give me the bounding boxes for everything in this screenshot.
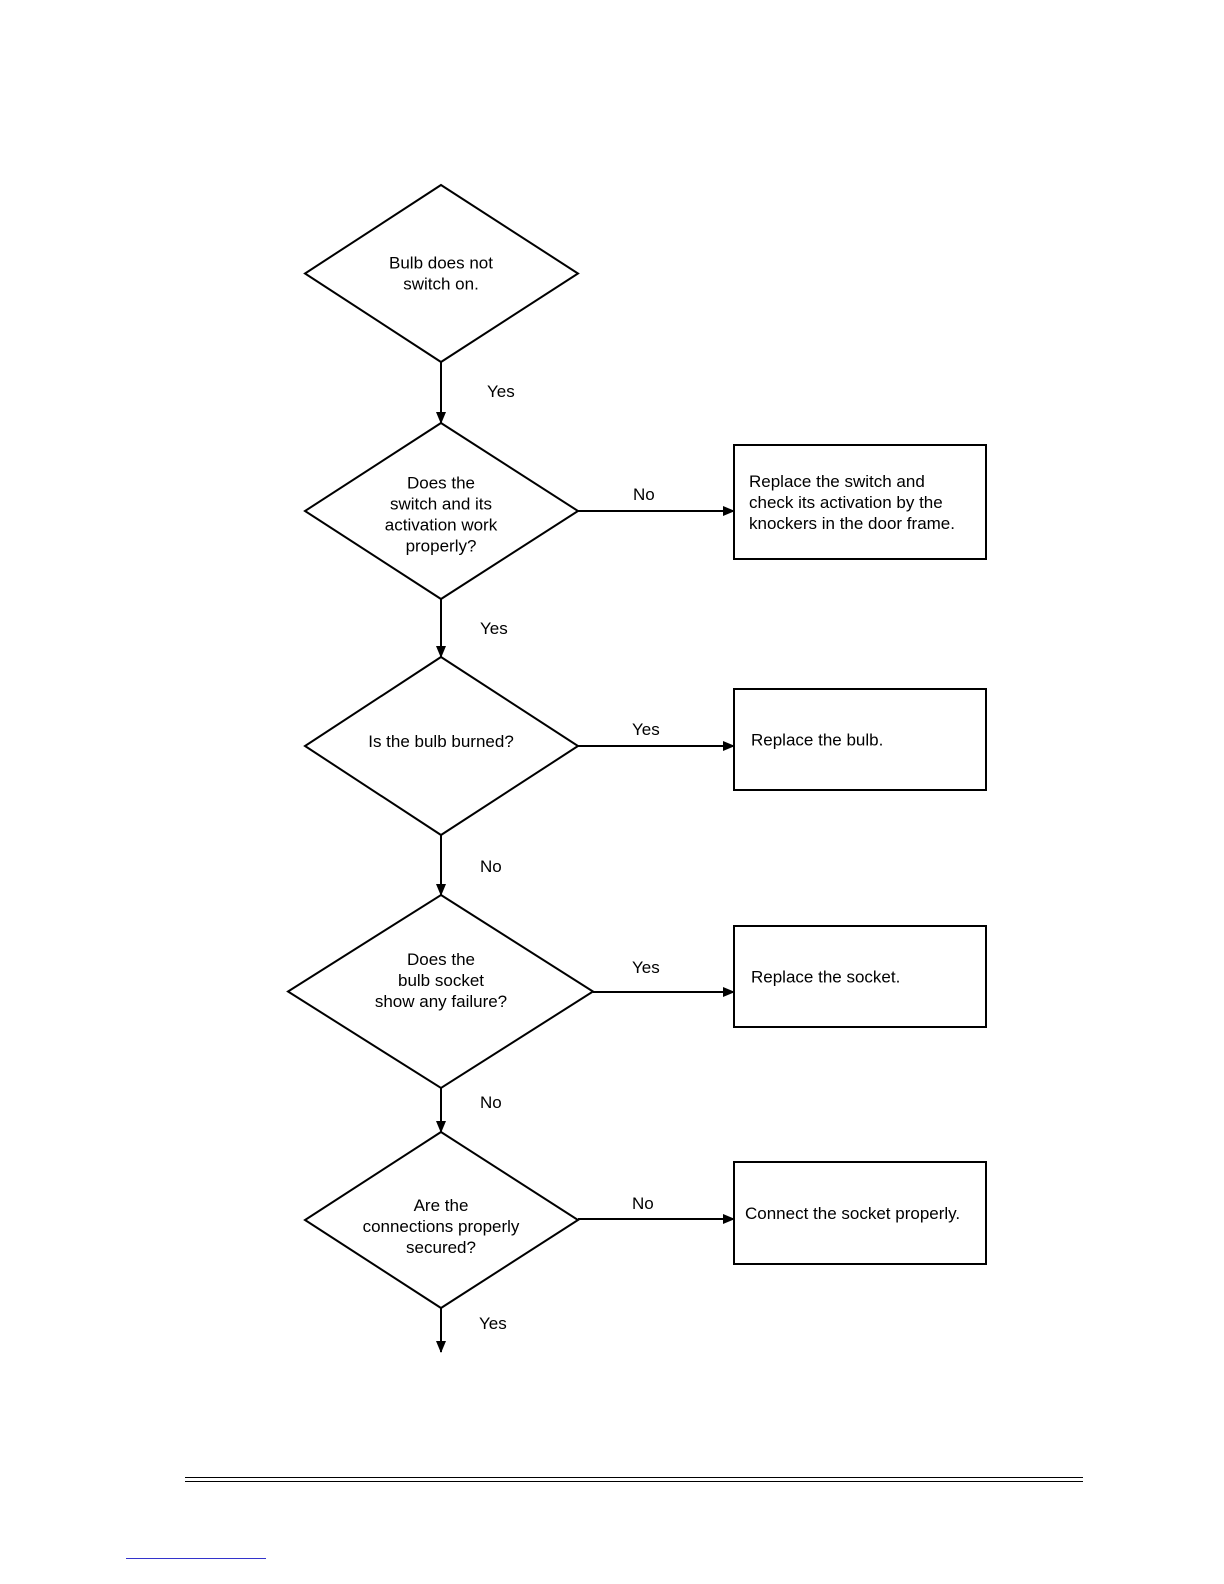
action-text-connect-socket-line-1: Connect the socket properly. — [745, 1204, 960, 1223]
action-box-replace-bulb — [733, 688, 987, 791]
action-text-replace-socket-line-1: Replace the socket. — [751, 968, 900, 987]
decision-text-switch-line-4: properly? — [406, 537, 477, 556]
footer-rule-lower — [185, 1481, 1083, 1482]
decision-text-switch-line-1: Does the — [407, 474, 475, 493]
edge-label-vertical-1: Yes — [487, 382, 515, 401]
edge-label-vertical-4: No — [480, 1093, 502, 1112]
edge-label-vertical-2: Yes — [480, 619, 508, 638]
decision-text-bulb-line-1: Is the bulb burned? — [368, 732, 514, 751]
decision-text-switch-line-3: activation work — [385, 516, 498, 535]
decision-text-start-line-1: Bulb does not — [389, 254, 493, 273]
action-box-replace-socket — [733, 925, 987, 1028]
action-text-replace-switch-line-3: knockers in the door frame. — [749, 514, 955, 533]
decision-text-socket-line-2: bulb socket — [398, 971, 484, 990]
footer-link-underline — [126, 1558, 266, 1559]
edge-label-horizontal-4: No — [632, 1194, 654, 1213]
action-text-replace-switch-line-1: Replace the switch and — [749, 472, 925, 491]
edge-label-vertical-5: Yes — [479, 1314, 507, 1333]
action-text-replace-switch-line-2: check its activation by the — [749, 493, 943, 512]
action-box-replace-switch — [733, 444, 987, 560]
decision-diamond-start — [303, 183, 580, 364]
action-box-connect-socket — [733, 1161, 987, 1265]
decision-text-start-line-2: switch on. — [403, 275, 479, 294]
decision-text-connections-line-1: Are the — [414, 1196, 469, 1215]
decision-text-switch-line-2: switch and its — [390, 495, 492, 514]
decision-text-socket-line-3: show any failure? — [375, 992, 507, 1011]
edge-label-vertical-3: No — [480, 857, 502, 876]
decision-text-connections-line-3: secured? — [406, 1238, 476, 1257]
decision-text-socket-line-1: Does the — [407, 950, 475, 969]
edge-label-horizontal-3: Yes — [632, 958, 660, 977]
footer-rule-upper — [185, 1477, 1083, 1478]
action-text-replace-bulb-line-1: Replace the bulb. — [751, 731, 883, 750]
edge-label-horizontal-1: No — [633, 485, 655, 504]
edge-label-horizontal-2: Yes — [632, 720, 660, 739]
decision-text-connections-line-2: connections properly — [363, 1217, 520, 1236]
